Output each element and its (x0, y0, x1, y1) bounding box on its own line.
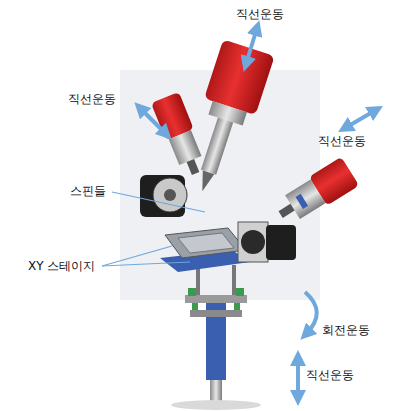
spindle-body (169, 130, 202, 165)
plate (185, 295, 247, 303)
motor-hub (164, 189, 176, 201)
leader-line (102, 262, 190, 266)
xy-stage (165, 228, 246, 258)
tool-tip (279, 204, 295, 218)
motion-label: XY 스테이지 (28, 259, 95, 273)
xy-top (178, 233, 234, 253)
motion-arrow (140, 108, 166, 134)
post (232, 265, 236, 295)
backdrop (120, 70, 320, 300)
spacer (188, 288, 196, 296)
motor (266, 225, 296, 260)
motion-arrow (296, 358, 300, 398)
post (196, 265, 200, 295)
spacer (192, 303, 198, 310)
shadow (171, 400, 261, 410)
motion-label: 직선운동 (318, 134, 366, 148)
rotary-housing (238, 222, 268, 262)
tool-tip (187, 159, 200, 175)
band (296, 194, 309, 209)
spacer (236, 288, 244, 296)
spindle-body (285, 179, 325, 219)
motion-arrow (345, 110, 376, 128)
motion-label: 회전운동 (322, 323, 370, 337)
motion-label: 직선운동 (68, 92, 116, 106)
spacer (234, 303, 240, 310)
plate (190, 310, 242, 317)
motion-label: 스핀들 (70, 184, 106, 198)
rotary-ring (241, 230, 265, 254)
rotation-arrow (305, 292, 317, 334)
motion-arrow (246, 28, 257, 64)
leader-line (112, 192, 205, 212)
spindle-shaft (201, 118, 233, 175)
motion-label: 직선운동 (236, 7, 284, 21)
tool-tip (197, 170, 215, 193)
motion-label: 직선운동 (306, 368, 354, 382)
